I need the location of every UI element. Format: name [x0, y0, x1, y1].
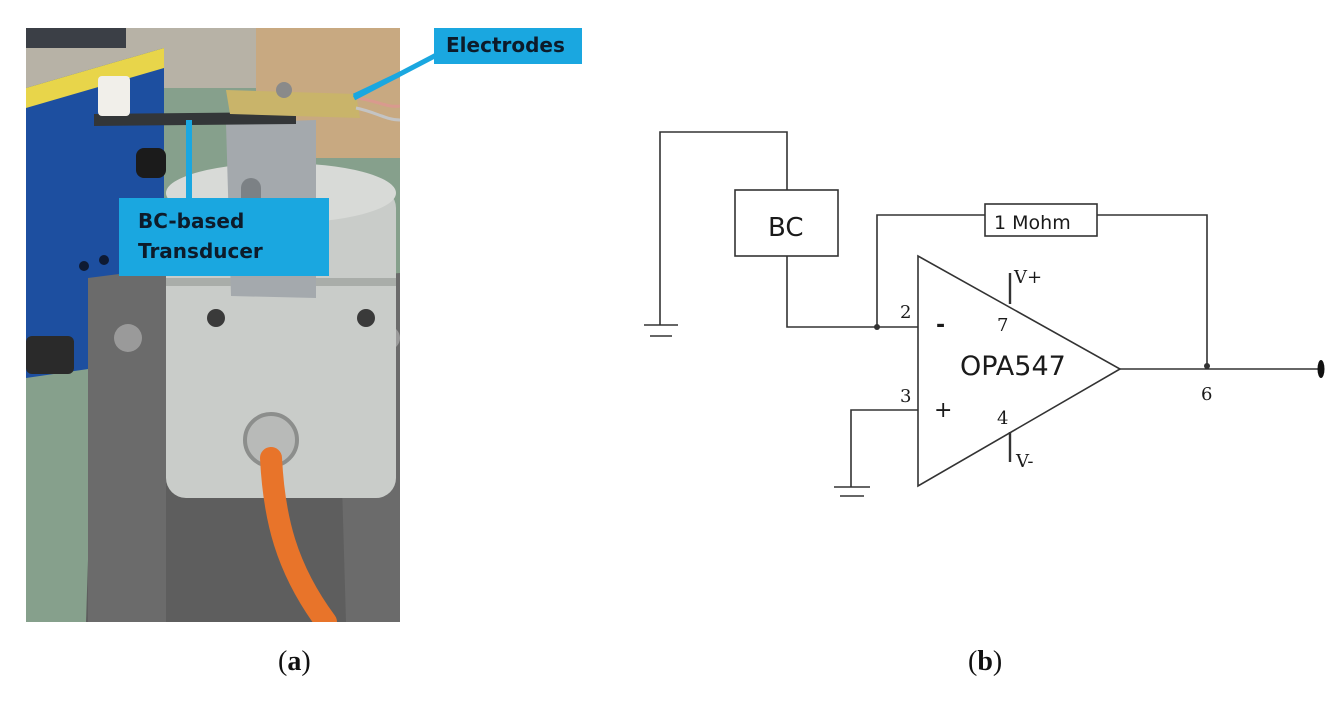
pin-2-label: 2	[900, 302, 911, 323]
instrument-jack	[99, 255, 109, 265]
output-terminal	[1317, 360, 1325, 378]
callout-electrodes: Electrodes	[446, 33, 565, 57]
callout-box-transducer	[119, 198, 329, 276]
minus-sign: -	[936, 313, 945, 338]
vminus-label: V-	[1015, 451, 1033, 472]
pin-6-label: 6	[1201, 384, 1212, 405]
resistor-box	[984, 203, 1098, 237]
callout-pointer-electrodes-ext	[352, 47, 448, 101]
wire-feedback-right	[1097, 214, 1208, 366]
bc-label: BC	[768, 213, 804, 243]
wire-noninverting-to-ground	[850, 409, 918, 487]
vent-hole	[357, 309, 375, 327]
callout-box-electrodes-ext	[434, 28, 582, 64]
orange-cable	[260, 447, 337, 622]
dark-object	[26, 28, 126, 48]
instrument-foot	[26, 336, 74, 374]
wire-ground-to-bc	[659, 131, 788, 325]
panel-a-photo: BC-based Transducer	[26, 28, 400, 622]
opamp-triangle	[917, 254, 1122, 488]
electrode-nut	[276, 82, 292, 98]
caption-a: (a)	[278, 646, 311, 677]
callout-transducer-line2: Transducer	[138, 239, 263, 263]
callout-transducer-line1: BC-based	[138, 209, 244, 233]
electrode-board	[226, 90, 360, 118]
caption-b: (b)	[968, 646, 1003, 677]
pin-4-label: 4	[997, 408, 1008, 429]
photo-illustration: BC-based Transducer	[26, 28, 400, 622]
vent-hole	[207, 309, 225, 327]
vplus-label: V+	[1013, 267, 1042, 288]
plus-sign: +	[934, 398, 952, 423]
bracket-bolt	[114, 324, 142, 352]
pin-3-label: 3	[900, 386, 911, 407]
base-bracket-left	[88, 268, 166, 622]
instrument-knob	[136, 148, 166, 178]
opamp-label: OPA547	[960, 351, 1066, 382]
pin-7-label: 7	[997, 315, 1008, 336]
panel-b-schematic: BC 1 Mohm OPA547 - + 2 3 7 4 6 V+ V-	[644, 131, 1325, 497]
junction-dot	[1204, 363, 1210, 369]
clamp	[98, 76, 130, 116]
instrument-top	[26, 48, 164, 108]
junction-dot	[874, 324, 880, 330]
resistor-label: 1 Mohm	[994, 212, 1071, 234]
bc-strip	[94, 112, 296, 126]
instrument-jack	[79, 261, 89, 271]
wire-bc-to-inverting	[786, 256, 918, 328]
wire-feedback-left	[876, 214, 985, 327]
electrode-wire	[355, 96, 400, 108]
electrode-wire	[355, 106, 400, 122]
